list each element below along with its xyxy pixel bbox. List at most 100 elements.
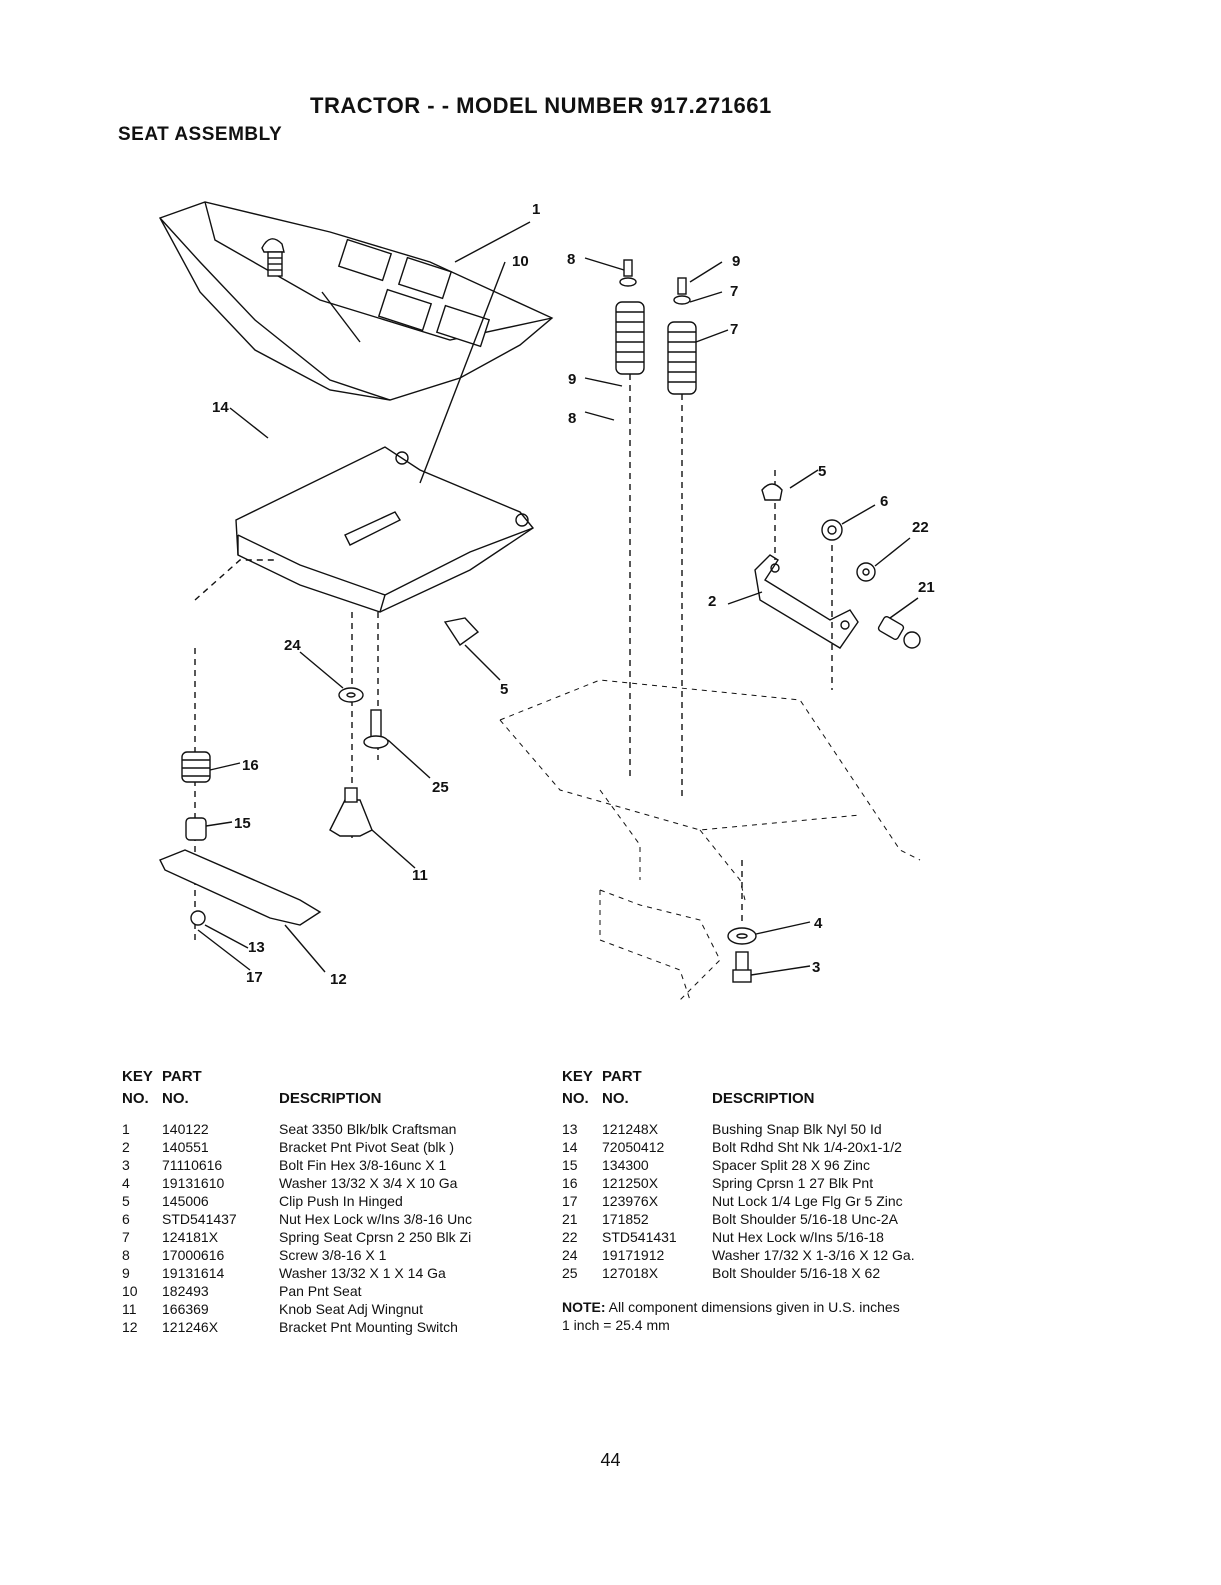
description: Knob Seat Adj Wingnut bbox=[279, 1301, 423, 1317]
page-number: 44 bbox=[600, 1450, 621, 1470]
note-conversion: 1 inch = 25.4 mm bbox=[562, 1317, 670, 1333]
callout-2: 2 bbox=[708, 593, 716, 610]
spring-assembly-right bbox=[667, 261, 729, 800]
key-no: 11 bbox=[122, 1301, 137, 1317]
key-no: 17 bbox=[562, 1193, 578, 1209]
callout-16: 16 bbox=[242, 757, 259, 774]
key-no: 3 bbox=[122, 1157, 130, 1173]
callout-15: 15 bbox=[234, 815, 251, 832]
description: Nut Lock 1/4 Lge Flg Gr 5 Zinc bbox=[712, 1193, 903, 1209]
description: Washer 13/32 X 3/4 X 10 Ga bbox=[279, 1175, 458, 1191]
key-no: 25 bbox=[562, 1265, 578, 1281]
callout-8-left: 8 bbox=[567, 251, 575, 268]
part-no: 166369 bbox=[162, 1301, 209, 1317]
parts-list-header: KEY NO. PART NO. DESCRIPTION bbox=[562, 1068, 982, 1120]
part-no: 19131614 bbox=[162, 1265, 225, 1281]
header-part-line1: PART bbox=[602, 1068, 642, 1085]
part-no: 140551 bbox=[162, 1139, 209, 1155]
key-no: 21 bbox=[562, 1211, 578, 1227]
washer-bolt-knob-stack bbox=[299, 612, 431, 869]
header-part-line2: NO. bbox=[602, 1090, 629, 1107]
seat-cushion-part bbox=[158, 201, 554, 401]
description: Washer 13/32 X 1 X 14 Ga bbox=[279, 1265, 446, 1281]
callout-17: 17 bbox=[246, 969, 263, 986]
part-no: 17000616 bbox=[162, 1247, 225, 1263]
key-no: 14 bbox=[562, 1139, 578, 1155]
header-key-line1: KEY bbox=[122, 1068, 153, 1085]
callout-12: 12 bbox=[330, 971, 347, 988]
callout-7-left: 8 bbox=[568, 410, 576, 427]
description: Nut Hex Lock w/Ins 3/8-16 Unc bbox=[279, 1211, 472, 1227]
part-no: 71110616 bbox=[162, 1157, 223, 1173]
note-label: NOTE: bbox=[562, 1299, 606, 1315]
description: Nut Hex Lock w/Ins 5/16-18 bbox=[712, 1229, 884, 1245]
key-no: 24 bbox=[562, 1247, 578, 1263]
callout-3: 3 bbox=[812, 959, 820, 976]
tractor-frame-outline bbox=[499, 679, 921, 1001]
part-no: 121250X bbox=[602, 1175, 659, 1191]
switch-bracket-stack bbox=[159, 559, 326, 973]
washer-bolt-bottom bbox=[727, 860, 811, 983]
hinged-clip-part bbox=[443, 469, 819, 681]
part-no: 171852 bbox=[602, 1211, 649, 1227]
key-no: 13 bbox=[562, 1121, 578, 1137]
header-description: DESCRIPTION bbox=[712, 1090, 815, 1107]
shoulder-bolt-part-21 bbox=[877, 597, 921, 649]
description: Bolt Shoulder 5/16-18 Unc-2A bbox=[712, 1211, 898, 1227]
header-part-line1: PART bbox=[162, 1068, 202, 1085]
key-no: 1 bbox=[122, 1121, 130, 1137]
key-no: 22 bbox=[562, 1229, 578, 1245]
part-no: 124181X bbox=[162, 1229, 219, 1245]
key-no: 8 bbox=[122, 1247, 130, 1263]
callout-10: 10 bbox=[512, 253, 529, 270]
callout-25: 25 bbox=[432, 779, 449, 796]
key-no: 15 bbox=[562, 1157, 578, 1173]
table-row: 21 171852 Bolt Shoulder 5/16-18 Unc-2A bbox=[562, 1210, 982, 1228]
key-no: 5 bbox=[122, 1193, 130, 1209]
key-no: 16 bbox=[562, 1175, 578, 1191]
part-no: 19171912 bbox=[602, 1247, 665, 1263]
callout-5-top: 5 bbox=[818, 463, 826, 480]
callout-5-bottom: 5 bbox=[500, 681, 508, 698]
key-no: 6 bbox=[122, 1211, 130, 1227]
part-no: 19131610 bbox=[162, 1175, 225, 1191]
key-no: 4 bbox=[122, 1175, 130, 1191]
callout-11: 11 bbox=[412, 867, 428, 884]
description: Bracket Pnt Mounting Switch bbox=[279, 1319, 458, 1335]
header-key-line2: NO. bbox=[562, 1090, 589, 1107]
callout-4: 4 bbox=[814, 915, 823, 932]
section-title: SEAT ASSEMBLY bbox=[118, 124, 283, 145]
callout-13: 13 bbox=[248, 939, 265, 956]
callout-21: 21 bbox=[918, 579, 935, 596]
dimension-note: NOTE: All component dimensions given in … bbox=[562, 1298, 900, 1334]
part-no: 182493 bbox=[162, 1283, 209, 1299]
key-no: 7 bbox=[122, 1229, 130, 1245]
callout-14: 14 bbox=[212, 399, 229, 416]
parts-list-header: KEY NO. PART NO. DESCRIPTION bbox=[122, 1068, 532, 1120]
callout-24: 24 bbox=[284, 637, 301, 654]
callout-6: 6 bbox=[880, 493, 888, 510]
callout-9-left: 9 bbox=[568, 371, 576, 388]
description: Bushing Snap Blk Nyl 50 Id bbox=[712, 1121, 882, 1137]
callout-1: 1 bbox=[532, 201, 540, 218]
callout-7-right: 7 bbox=[730, 321, 738, 338]
bolt-part-14 bbox=[229, 238, 285, 439]
description: Spring Cprsn 1 27 Blk Pnt bbox=[712, 1175, 874, 1191]
seat-pan-part bbox=[235, 261, 535, 613]
part-no: 121246X bbox=[162, 1319, 219, 1335]
description: Clip Push In Hinged bbox=[279, 1193, 403, 1209]
description: Seat 3350 Blk/blk Craftsman bbox=[279, 1121, 457, 1137]
table-row: 11 166369 Knob Seat Adj Wingnut bbox=[122, 1300, 532, 1318]
part-no: 72050412 bbox=[602, 1139, 665, 1155]
